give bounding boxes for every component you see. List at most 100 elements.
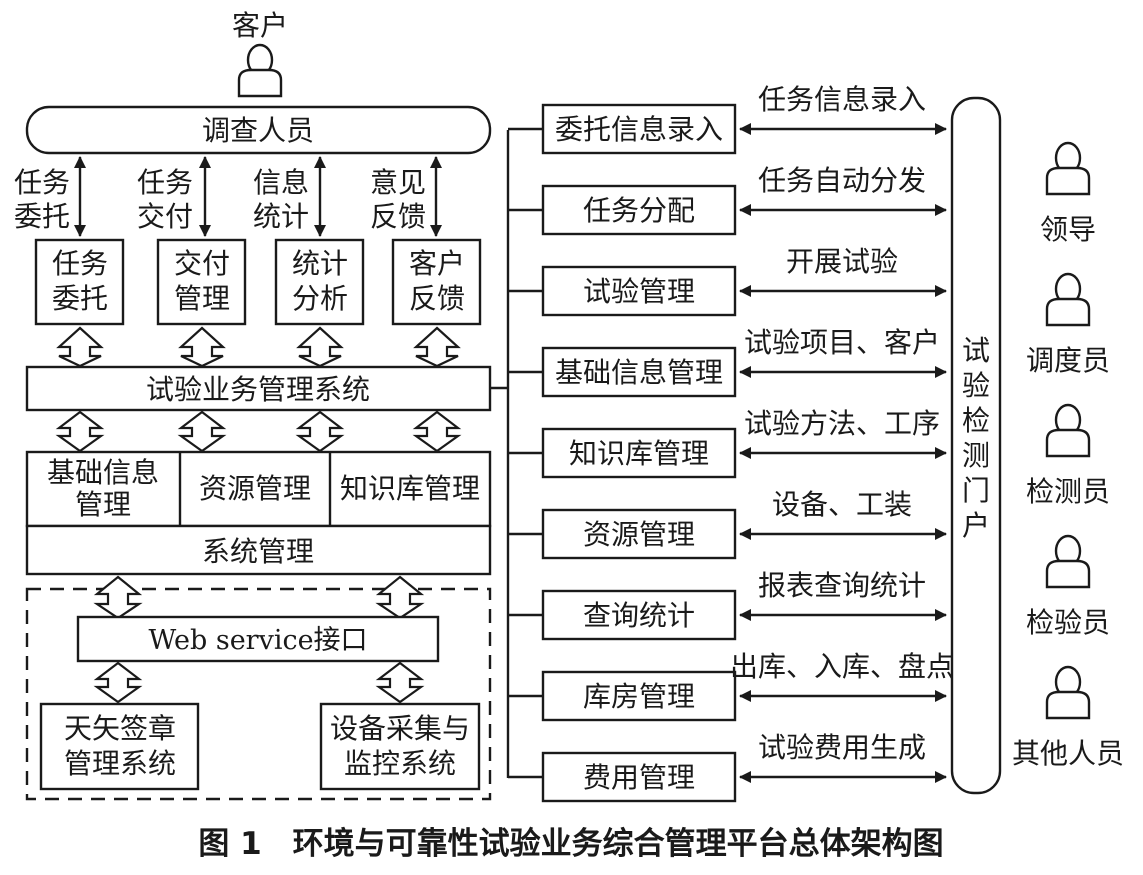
role-label: 调度员 <box>1026 344 1110 377</box>
hollow-arrow-3 <box>296 326 344 368</box>
flow-label-3-line1: 信息 <box>253 166 309 199</box>
module-customer-feedback <box>391 238 482 326</box>
hollow-arrow-7 <box>295 410 345 453</box>
right-module-label: 资源管理 <box>583 518 695 551</box>
right-module-box <box>541 589 737 641</box>
investigator-bar-label: 调查人员 <box>202 114 314 147</box>
right-module-label: 知识库管理 <box>569 437 709 470</box>
right-flow-label: 试验项目、客户 <box>744 326 940 359</box>
portal-bar <box>950 96 1002 795</box>
module-task-entrust-line2: 委托 <box>52 282 108 315</box>
portal-char: 检 <box>962 404 990 437</box>
right-flow-label: 试验方法、工序 <box>744 407 940 440</box>
hollow-arrow-1 <box>56 326 104 368</box>
right-module-box <box>541 427 737 479</box>
right-module-box <box>541 184 737 236</box>
portal-char: 测 <box>962 439 990 472</box>
system-management-label: 系统管理 <box>202 535 314 568</box>
business-system-label: 试验业务管理系统 <box>146 373 370 406</box>
signature-system-line1: 天矢签章 <box>64 712 176 745</box>
right-flow-label: 出库、入库、盘点 <box>730 650 954 683</box>
equipment-monitor-system <box>319 702 481 791</box>
right-module-box <box>541 265 737 317</box>
sub-knowledge: 知识库管理 <box>340 472 480 505</box>
role-label: 其他人员 <box>1012 737 1124 770</box>
integration-region <box>25 587 492 801</box>
role-person-icon <box>1045 534 1091 589</box>
portal-char: 试 <box>962 334 990 367</box>
module-feedback-line1: 客户 <box>409 247 465 280</box>
module-statistics-analysis <box>274 238 365 326</box>
module-statistics-line1: 统计 <box>292 247 348 280</box>
customer-label: 客户 <box>232 9 288 42</box>
flow-label-2-line2: 交付 <box>137 200 193 233</box>
hollow-arrow-8 <box>412 410 462 453</box>
signature-system <box>39 702 200 791</box>
system-management-bar <box>25 524 492 576</box>
right-module-box <box>541 103 737 155</box>
right-flow-label: 报表查询统计 <box>758 569 926 602</box>
sub-resource: 资源管理 <box>199 472 311 505</box>
module-delivery-line2: 管理 <box>174 282 230 315</box>
portal-char: 门 <box>962 474 990 507</box>
equipment-system-line1: 设备采集与 <box>330 712 470 745</box>
role-label: 检验员 <box>1026 606 1110 639</box>
business-system-bar <box>25 365 492 412</box>
right-flow-label: 试验费用生成 <box>758 731 926 764</box>
role-person-icon <box>1045 665 1091 720</box>
right-module-box <box>541 508 737 560</box>
flow-label-4-line1: 意见 <box>370 166 426 199</box>
module-feedback-line2: 反馈 <box>409 282 465 315</box>
hollow-arrow-9 <box>93 575 143 620</box>
sub-basic-info-line2: 管理 <box>75 488 131 521</box>
hollow-arrow-12 <box>375 661 425 704</box>
hollow-arrow-10 <box>375 575 425 620</box>
right-module-label: 委托信息录入 <box>555 113 723 146</box>
right-flow-label: 任务信息录入 <box>758 83 926 116</box>
module-task-entrust-line1: 任务 <box>52 247 108 280</box>
right-module-label: 任务分配 <box>583 194 695 227</box>
flow-label-1-line1: 任务 <box>14 166 70 199</box>
right-module-label: 试验管理 <box>583 275 695 308</box>
role-person-icon <box>1045 403 1091 458</box>
right-module-box <box>541 346 737 398</box>
right-flow-label: 开展试验 <box>786 245 898 278</box>
module-delivery-line1: 交付 <box>174 247 230 280</box>
right-flow-label: 设备、工装 <box>772 488 912 521</box>
right-flow-label: 任务自动分发 <box>758 164 926 197</box>
right-module-box <box>541 751 737 803</box>
signature-system-line2: 管理系统 <box>64 747 176 780</box>
role-label: 领导 <box>1040 213 1096 246</box>
role-person-icon <box>1045 272 1091 327</box>
module-statistics-line2: 分析 <box>292 282 348 315</box>
investigator-bar <box>25 105 492 155</box>
flow-label-2-line1: 任务 <box>137 166 193 199</box>
right-module-label: 库房管理 <box>583 680 695 713</box>
web-service-bar <box>76 615 440 663</box>
sub-basic-info-line1: 基础信息 <box>47 456 159 489</box>
customer-person-icon <box>237 43 283 98</box>
flow-label-4-line2: 反馈 <box>370 200 426 233</box>
module-task-entrust <box>34 238 125 326</box>
portal-char: 验 <box>962 369 990 402</box>
hollow-arrow-5 <box>55 410 105 453</box>
portal-char: 户 <box>962 509 990 542</box>
right-module-label: 基础信息管理 <box>555 356 723 389</box>
module-delivery-management <box>156 238 247 326</box>
sub-modules-block <box>25 450 492 528</box>
role-label: 检测员 <box>1026 475 1110 508</box>
right-module-label: 费用管理 <box>583 761 695 794</box>
hollow-arrow-11 <box>93 661 143 704</box>
right-module-box <box>541 670 737 722</box>
hollow-arrow-4 <box>413 326 461 368</box>
flow-label-3-line2: 统计 <box>253 200 309 233</box>
flow-label-1-line2: 委托 <box>14 200 70 233</box>
hollow-arrow-6 <box>177 410 227 453</box>
web-service-label: Web service接口 <box>148 625 367 656</box>
hollow-arrow-2 <box>178 326 226 368</box>
equipment-system-line2: 监控系统 <box>344 747 456 780</box>
